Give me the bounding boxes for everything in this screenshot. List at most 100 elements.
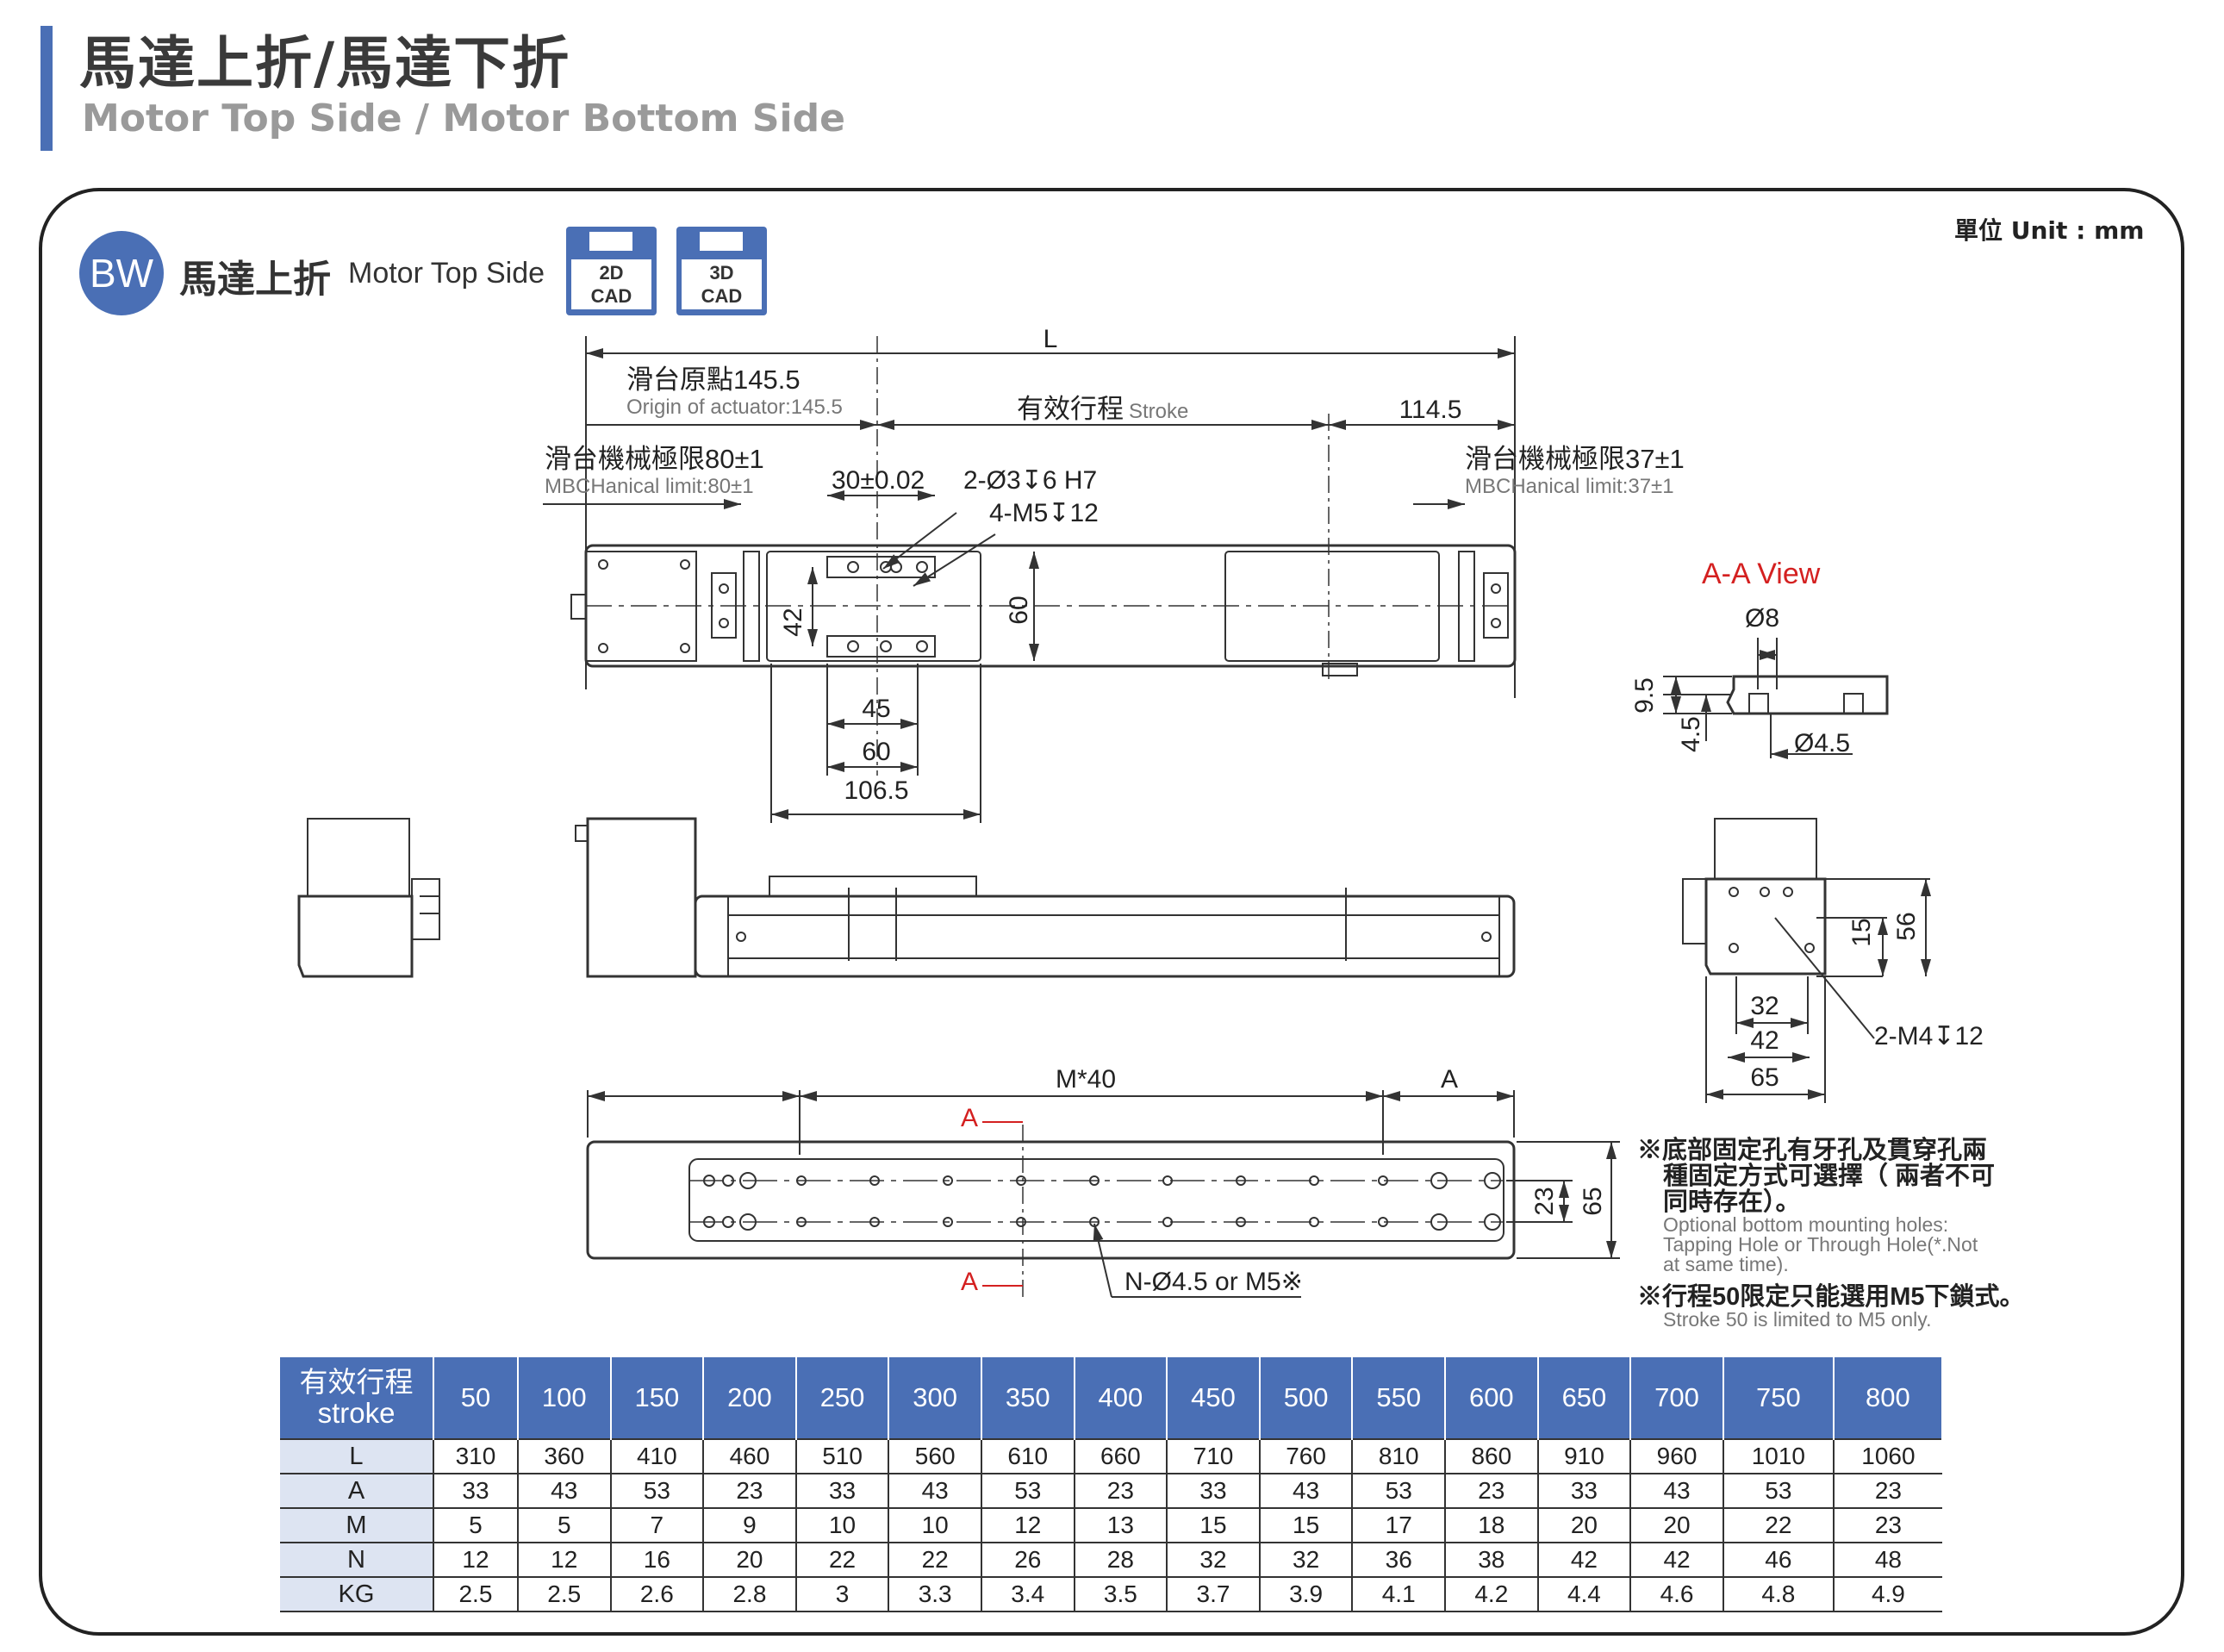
table-cell: 610 [981,1438,1075,1474]
section-marker-arrows [982,1121,1023,1287]
dim-106-5: 106.5 [844,776,908,805]
stroke-label-zh: 有效行程 [1017,394,1124,424]
table-cell: 22 [1723,1508,1835,1543]
table-cell: 20 [1630,1508,1724,1543]
table-cell: 2.8 [703,1577,797,1612]
table-cell: 15 [1167,1508,1261,1543]
table-cell: 53 [981,1474,1075,1509]
table-cell: 660 [1074,1438,1168,1474]
table-cell: 12 [981,1508,1075,1543]
stroke-col: 250 [795,1357,890,1439]
stroke-col: 450 [1167,1357,1261,1439]
table-cell: 810 [1352,1438,1447,1474]
table-cell: 410 [610,1438,705,1474]
table-cell: 26 [981,1543,1075,1578]
stroke-col: 350 [981,1357,1075,1439]
table-cell: 3.3 [888,1577,982,1612]
table-cell: 2.5 [433,1577,519,1612]
table-cell: 15 [1259,1508,1354,1543]
table-cell: 7 [610,1508,705,1543]
dim-15: 15 [1847,918,1876,946]
stroke-col: 300 [888,1357,982,1439]
section-marker-bottom: A [961,1268,978,1296]
stroke-col: 200 [703,1357,797,1439]
table-cell: 5 [517,1508,612,1543]
cad-2d-line2: CAD [590,285,632,307]
table-cell: 38 [1445,1543,1539,1578]
table-cell: 32 [1167,1543,1261,1578]
note2-en: Stroke 50 is limited to M5 only. [1663,1308,1932,1331]
table-cell: 20 [703,1543,797,1578]
table-cell: 4.1 [1352,1577,1447,1612]
table-cell: 43 [1259,1474,1354,1509]
page-subtitle: Motor Top Side / Motor Bottom Side [82,97,845,140]
dim-42-end: 42 [1750,1026,1779,1055]
note1-en-line2: Tapping Hole or Through Hole(*.Not [1663,1233,1978,1256]
section-marker-top: A [961,1104,978,1132]
dim-65-vertical: 65 [1579,1187,1607,1215]
table-cell: 20 [1537,1508,1632,1543]
table-cell: 23 [1445,1474,1539,1509]
stroke-col: 150 [610,1357,705,1439]
floppy-icon [700,232,743,251]
spec-header-zh: 有效行程 [299,1366,414,1398]
table-cell: 22 [888,1543,982,1578]
aa-view-title: A-A View [1702,558,1821,590]
dim-32: 32 [1750,992,1779,1020]
unit-label: 單位 Unit : mm [1954,216,2145,245]
stroke-col: 650 [1537,1357,1632,1439]
table-cell: 28 [1074,1543,1168,1578]
note1-zh-line2: 種固定方式可選擇（ 兩者不可 [1663,1163,1996,1190]
table-cell: 53 [1352,1474,1447,1509]
origin-label-zh: 滑台原點145.5 [626,365,801,395]
row-label: L [280,1438,434,1474]
table-cell: 36 [1352,1543,1447,1578]
dim-45: 45 [862,695,890,723]
stroke-col: 550 [1352,1357,1447,1439]
table-cell: 760 [1259,1438,1354,1474]
right-end-view [1682,818,1931,1103]
stroke-col: 700 [1630,1357,1724,1439]
cad-3d-line1: 3D [709,262,734,284]
side-view [575,817,1516,978]
table-cell: 460 [703,1438,797,1474]
dim-60: 60 [862,738,890,766]
limit-right-zh: 滑台機械極限37±1 [1465,444,1685,474]
stroke-col: 400 [1074,1357,1168,1439]
floppy-icon [589,232,632,251]
table-cell: 3.9 [1259,1577,1354,1612]
row-label: M [280,1508,434,1543]
dim-30: 30±0.02 [832,466,925,495]
aa-view [1663,638,1889,759]
left-end-view [297,818,440,978]
section-title-en: Motor Top Side [348,257,545,290]
table-cell: 510 [795,1438,890,1474]
table-cell: 860 [1445,1438,1539,1474]
table-cell: 42 [1537,1543,1632,1578]
dim-42: 42 [779,608,807,636]
limit-right-en: MBCHanical limit:37±1 [1465,475,1674,498]
row-label: KG [280,1577,434,1612]
table-cell: 23 [1833,1474,1942,1509]
bw-badge: BW [79,231,164,315]
spec-table: 有效行程 stroke 50 100 150 200 250 300 350 4… [280,1357,1944,1612]
table-cell: 12 [433,1543,519,1578]
page-title: 馬達上折/馬達下折 [79,30,571,97]
dim-l: L [1043,325,1058,353]
note1-zh-line3: 同時存在）。 [1663,1188,1801,1216]
stroke-col: 100 [517,1357,612,1439]
table-cell: 3.7 [1167,1577,1261,1612]
hole-m4-label: 2-M4↧12 [1874,1022,1984,1050]
table-cell: 4.8 [1723,1577,1835,1612]
table-cell: 53 [1723,1474,1835,1509]
note2-zh: ※行程50限定只能選用M5下鎖式。 [1637,1283,2025,1311]
row-label: A [280,1474,434,1509]
table-cell: 2.6 [610,1577,705,1612]
table-cell: 23 [1833,1508,1942,1543]
table-cell: 910 [1537,1438,1632,1474]
stroke-col: 750 [1723,1357,1835,1439]
dim-9-5: 9.5 [1630,677,1659,714]
